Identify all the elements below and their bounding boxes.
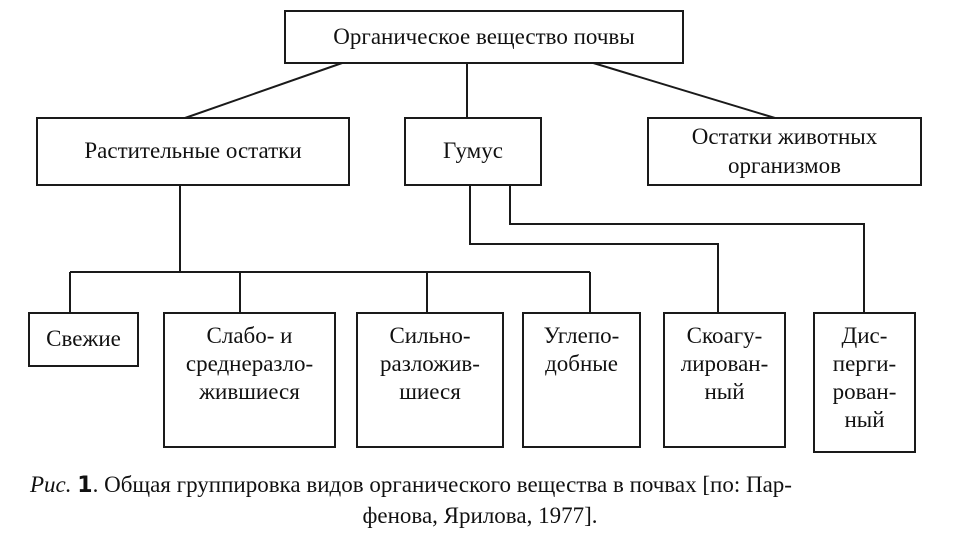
caption-prefix: Рис.	[30, 472, 72, 497]
coagulated-box: Скоагу- лирован- ный	[663, 312, 786, 448]
animal-residues-box: Остатки животных организмов	[647, 117, 922, 186]
coal-like-label: Углепо- добные	[543, 323, 620, 377]
fresh-box: Свежие	[28, 312, 139, 367]
dispersed-label: Дис- перги- рован- ный	[832, 323, 897, 433]
plant-residues-box: Растительные остатки	[36, 117, 350, 186]
weakly-decomposed-label: Слабо- и среднеразло- жившиеся	[185, 323, 314, 405]
fresh-label: Свежие	[46, 326, 121, 352]
figure-caption: Рис. 1. Общая группировка видов органиче…	[30, 470, 930, 530]
strongly-decomposed-box: Сильно- разложив- шиеся	[356, 312, 504, 448]
coagulated-label: Скоагу- лирован- ный	[680, 323, 769, 405]
dispersed-box: Дис- перги- рован- ный	[813, 312, 916, 453]
connector-humus-dispersed	[509, 184, 865, 313]
humus-label: Гумус	[443, 138, 503, 164]
connector-humus-coagulated	[469, 184, 719, 313]
connector-root-animal	[589, 61, 776, 119]
humus-box: Гумус	[404, 117, 542, 186]
root-label: Органическое вещество почвы	[333, 23, 635, 49]
caption-number: 1	[77, 473, 93, 498]
animal-residues-label: Остатки животных организмов	[691, 124, 878, 178]
weakly-decomposed-box: Слабо- и среднеразло- жившиеся	[163, 312, 336, 448]
coal-like-box: Углепо- добные	[522, 312, 641, 448]
strongly-decomposed-label: Сильно- разложив- шиеся	[380, 323, 480, 405]
caption-text-line2: фенова, Ярилова, 1977].	[362, 502, 598, 528]
connector-root-plant	[184, 61, 346, 119]
root-box: Органическое вещество почвы	[284, 10, 684, 64]
caption-text-line1: . Общая группировка видов органического …	[92, 472, 792, 497]
plant-residues-label: Растительные остатки	[84, 138, 302, 164]
